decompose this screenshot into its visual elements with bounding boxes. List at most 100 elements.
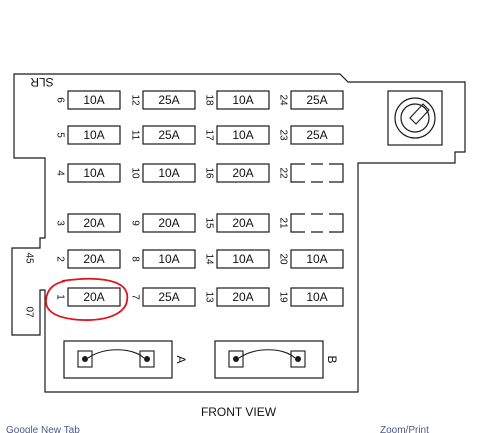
fuse-number: 12: [129, 94, 140, 106]
fuse-rating: 25A: [306, 128, 327, 142]
fuse-21: 21: [277, 213, 344, 233]
fuse-4: 10A 4: [54, 163, 121, 183]
fuse-rating: 10A: [306, 290, 327, 304]
panel-header-label: SLR: [30, 75, 54, 89]
fuse-number: 1: [54, 294, 65, 300]
fuse-box: [142, 287, 196, 307]
fuse-box: [216, 125, 270, 145]
fuse-rating: 10A: [306, 252, 327, 266]
fuse-box: [216, 249, 270, 269]
empty-slot-right: [329, 213, 344, 233]
panel-outline: [11, 73, 466, 393]
fuse-box: [142, 213, 196, 233]
fuse-5: 10A 5: [54, 125, 121, 145]
fuse-number: 6: [54, 97, 65, 103]
fuse-20: 10A 20: [277, 249, 344, 269]
fuse-rating: 25A: [158, 93, 179, 107]
header-label-text: SLR: [30, 75, 54, 89]
fuse-17: 10A 17: [203, 125, 270, 145]
strip-left-text[interactable]: Google New Tab: [6, 425, 80, 433]
fuse-number: 9: [129, 220, 140, 226]
empty-slot-middle: [311, 163, 323, 183]
side-label-lower: 07: [23, 306, 34, 318]
fuse-number: 10: [129, 167, 140, 179]
fuse-box: [67, 125, 121, 145]
fuse-number: 11: [129, 130, 140, 141]
side-connectors: 45 07: [23, 252, 34, 318]
fuse-6: 10A 6: [54, 90, 121, 110]
fuse-rating: 20A: [232, 290, 253, 304]
fuse-box: [290, 125, 344, 145]
fuse-box: [216, 90, 270, 110]
fuse-rating: 10A: [83, 166, 104, 180]
fuse-rating: 10A: [232, 128, 253, 142]
fuse-12: 25A 12: [129, 90, 196, 110]
fuse-rating: 10A: [83, 128, 104, 142]
browser-bottom-strip: Google New Tab Zoom/Print: [0, 424, 477, 433]
fuse-14: 10A 14: [203, 249, 270, 269]
fuse-15: 20A 15: [203, 213, 270, 233]
fuse-13: 20A 13: [203, 287, 270, 307]
front-view-caption: FRONT VIEW: [200, 405, 277, 419]
breaker-label: A: [174, 355, 188, 363]
highlight-circle: [45, 277, 129, 321]
fuse-rating: 20A: [158, 216, 179, 230]
fuse-number: 5: [54, 132, 65, 138]
fuse-rating: 25A: [306, 93, 327, 107]
fuse-number: 16: [203, 167, 214, 179]
fuse-box: [216, 287, 270, 307]
strip-right-text[interactable]: Zoom/Print: [380, 425, 429, 433]
breaker-B: B: [214, 340, 339, 379]
fuse-rating: 10A: [158, 166, 179, 180]
fuse-number: 3: [54, 220, 65, 226]
fuse-number: 8: [129, 256, 140, 262]
fuse-number: 20: [277, 253, 288, 265]
fuse-number: 22: [277, 167, 288, 179]
fuse-number: 21: [277, 217, 288, 229]
fuse-rating: 20A: [232, 216, 253, 230]
fuse-rating: 20A: [83, 252, 104, 266]
side-label-upper: 45: [23, 252, 34, 264]
empty-slot-left: [290, 213, 305, 233]
fuse-rating: 25A: [158, 290, 179, 304]
fuse-rating: 10A: [232, 252, 253, 266]
fuse-number: 15: [203, 217, 214, 229]
fuse-rating: 20A: [83, 216, 104, 230]
fuse-rating: 10A: [83, 93, 104, 107]
fuse-number: 14: [203, 253, 214, 265]
fuse-number: 24: [277, 94, 288, 106]
fuse-number: 2: [54, 256, 65, 262]
fuse-8: 10A 8: [129, 249, 196, 269]
fuse-number: 19: [277, 291, 288, 303]
fuse-number: 18: [203, 94, 214, 106]
fuse-19: 10A 19: [277, 287, 344, 307]
fuse-box: [142, 249, 196, 269]
fuse-box: [290, 249, 344, 269]
fuse-9: 20A 9: [129, 213, 196, 233]
fuse-1: 20A 1: [54, 287, 121, 307]
fuse-box: [67, 163, 121, 183]
fuse-box: [290, 90, 344, 110]
fuse-box: [290, 287, 344, 307]
fuse-box: [67, 213, 121, 233]
relay-knob: [387, 90, 443, 146]
fuse-rating: 20A: [83, 290, 104, 304]
fuse-10: 10A 10: [129, 163, 196, 183]
breaker-label: B: [325, 355, 339, 363]
fuse-number: 23: [277, 129, 288, 141]
fuse-number: 17: [203, 129, 214, 141]
breaker-A: A: [63, 340, 188, 379]
fuse-24: 25A 24: [277, 90, 344, 110]
fuse-box: [67, 287, 121, 307]
fuse-number: 4: [54, 170, 65, 176]
fuse-number: 13: [203, 291, 214, 303]
fuse-box: [67, 90, 121, 110]
fuse-rating: 10A: [158, 252, 179, 266]
empty-slot-middle: [311, 213, 323, 233]
fuse-22: 22: [277, 163, 344, 183]
